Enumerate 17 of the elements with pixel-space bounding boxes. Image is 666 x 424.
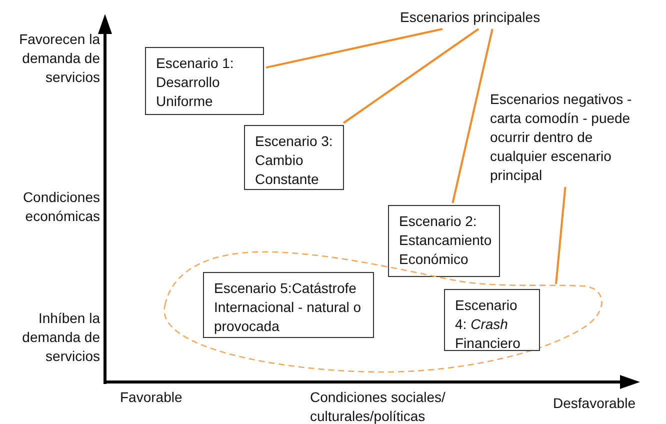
leader-line: [555, 186, 566, 284]
leader-line: [342, 28, 480, 124]
scenario-box: Escenario 5:Catástrofe Internacional - natural o provocada: [203, 272, 374, 338]
callout-text: Escenarios negativos - carta comodín - puede ocurrir dentro de cualquier escenario principal: [490, 90, 650, 185]
leader-line: [266, 28, 443, 69]
callout-text: Escenarios principales: [400, 8, 590, 27]
scenario-box: Escenario 2: Estancamiento Económico: [388, 205, 500, 277]
axis-title: Condiciones sociales/ culturales/políticas: [310, 388, 446, 424]
axis-label: Favorable: [120, 388, 184, 407]
axis-label: Favorecen la demanda de servicios: [18, 30, 100, 87]
axis-label: Desfavorable: [553, 394, 636, 413]
scenario-box: Escenario 1: Desarrollo Uniforme: [145, 47, 264, 115]
leader-line: [452, 28, 494, 204]
axis-label: Inhíben la demanda de servicios: [21, 309, 100, 366]
scenario-box: Escenario 4: Crash Financiero: [444, 289, 540, 351]
axis-label: Condiciones económicas: [22, 188, 100, 226]
scenario-box: Escenario 3: Cambio Constante: [244, 125, 344, 190]
